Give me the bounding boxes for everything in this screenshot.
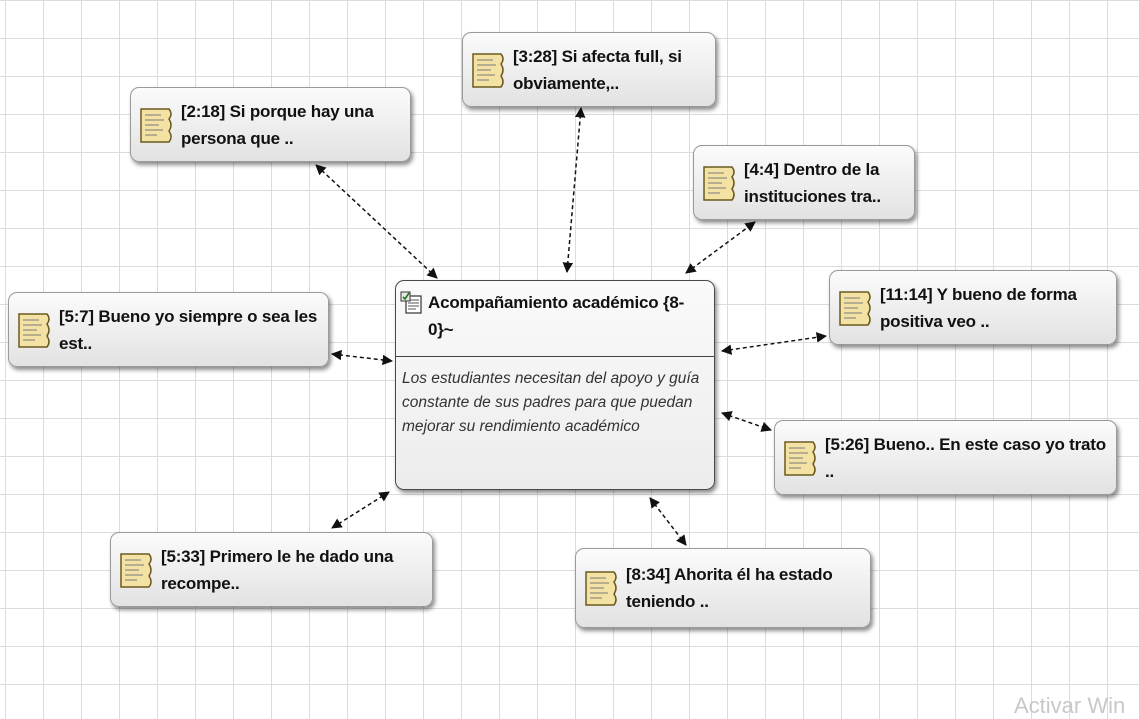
code-node[interactable]: Acompañamiento académico {8-0}~ Los estu… (395, 280, 715, 490)
document-icon (585, 571, 617, 606)
quote-text: [5:33] Primero le he dado una recompe.. (161, 546, 394, 593)
activation-watermark: Activar Win (1014, 693, 1126, 718)
edge-4-4 (685, 221, 756, 274)
document-icon (839, 290, 871, 326)
document-icon (18, 312, 50, 348)
code-node-header: Acompañamiento académico {8-0}~ (396, 281, 714, 357)
code-title: Acompañamiento académico {8-0}~ (428, 293, 685, 339)
edge-11-14 (720, 332, 828, 355)
edge-5-33 (331, 491, 390, 529)
quote-node-5-7[interactable]: [5:7] Bueno yo siempre o sea les est.. (8, 292, 329, 367)
edge-5-26 (721, 411, 772, 432)
quote-node-8-34[interactable]: [8:34] Ahorita él ha estado teniendo .. (575, 548, 871, 628)
quote-text: [8:34] Ahorita él ha estado teniendo .. (626, 565, 833, 611)
quote-node-2-18[interactable]: [2:18] Si porque hay una persona que .. (130, 87, 411, 162)
document-icon (140, 107, 172, 143)
edge-8-34 (649, 497, 687, 546)
document-icon (472, 52, 504, 88)
quote-node-5-33[interactable]: [5:33] Primero le he dado una recompe.. (110, 532, 433, 607)
document-icon (120, 552, 152, 588)
code-comment: Los estudiantes necesitan del apoyo y gu… (402, 370, 700, 435)
quote-node-3-28[interactable]: [3:28] Si afecta full, si obviamente,.. (462, 32, 716, 107)
edge-5-7 (330, 349, 394, 366)
quote-text: [5:26] Bueno.. En este caso yo trato .. (825, 434, 1106, 481)
quote-text: [4:4] Dentro de la instituciones tra.. (744, 159, 881, 206)
quote-node-4-4[interactable]: [4:4] Dentro de la instituciones tra.. (693, 145, 915, 220)
code-icon (400, 291, 422, 314)
quote-text: [2:18] Si porque hay una persona que .. (181, 101, 374, 148)
edge-2-18 (315, 164, 438, 279)
quote-text: [5:7] Bueno yo siempre o sea les est.. (59, 306, 318, 353)
edge-3-28 (562, 106, 586, 274)
quote-text: [11:14] Y bueno de forma positiva veo .. (880, 284, 1077, 331)
quote-node-5-26[interactable]: [5:26] Bueno.. En este caso yo trato .. (774, 420, 1117, 495)
document-icon (703, 165, 735, 201)
document-icon (784, 440, 816, 476)
quote-text: [3:28] Si afecta full, si obviamente,.. (513, 46, 682, 93)
quote-node-11-14[interactable]: [11:14] Y bueno de forma positiva veo .. (829, 270, 1117, 345)
